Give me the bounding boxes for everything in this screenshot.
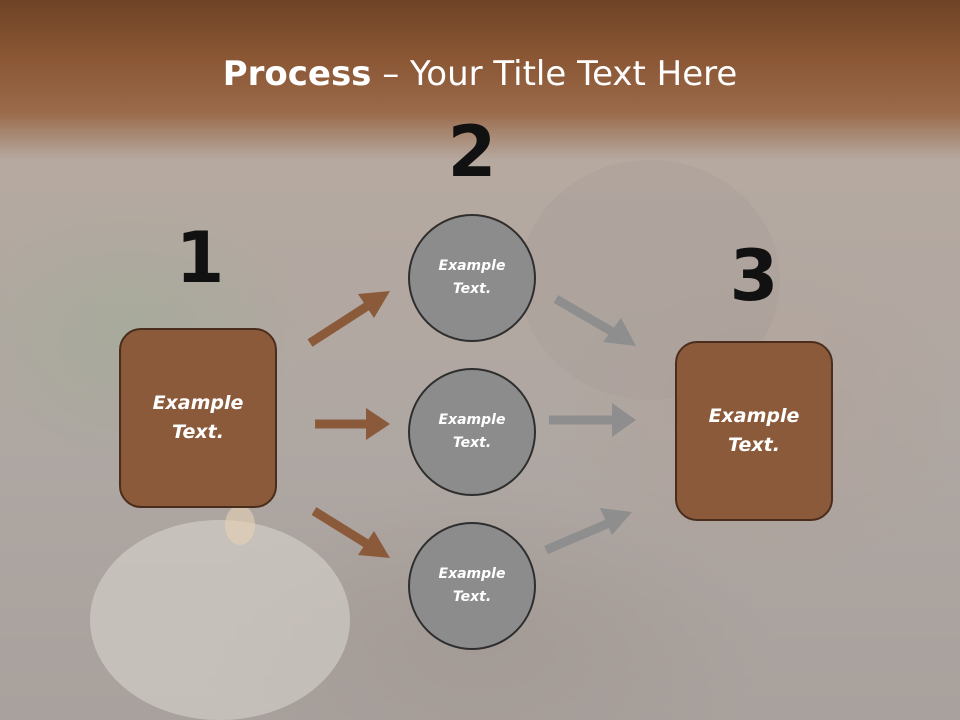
right-box-line1: Example [708, 405, 800, 427]
arrow-top-to-right [553, 295, 636, 346]
step-number-2: 2 [447, 111, 497, 193]
circle-top: Example Text. [408, 214, 536, 342]
circle-bottom: Example Text. [408, 522, 536, 650]
circle-bottom-line1: Example [438, 566, 506, 582]
circle-top-line1: Example [438, 258, 506, 274]
right-box-line2: Text. [728, 434, 780, 456]
right-process-box: Example Text. [675, 341, 833, 521]
step-number-1: 1 [175, 217, 225, 299]
circle-bottom-line2: Text. [452, 589, 492, 605]
arrow-left-to-top [307, 291, 390, 347]
circle-middle: Example Text. [408, 368, 536, 496]
title-bold: Process [222, 54, 372, 94]
left-box-line1: Example [152, 392, 244, 414]
arrow-middle-to-right [549, 403, 636, 437]
title-band [0, 0, 960, 160]
step-number-3: 3 [729, 235, 779, 317]
left-box-line2: Text. [172, 421, 224, 443]
left-process-box: Example Text. [119, 328, 277, 508]
arrow-left-to-middle [315, 408, 390, 440]
arrow-left-to-bottom [311, 507, 390, 558]
circle-top-line2: Text. [452, 281, 492, 297]
arrow-bottom-to-right [544, 508, 632, 555]
slide-title: Process – Your Title Text Here [0, 52, 960, 96]
circle-middle-line1: Example [438, 412, 506, 428]
circle-middle-line2: Text. [452, 435, 492, 451]
title-rest: – Your Title Text Here [371, 54, 738, 94]
